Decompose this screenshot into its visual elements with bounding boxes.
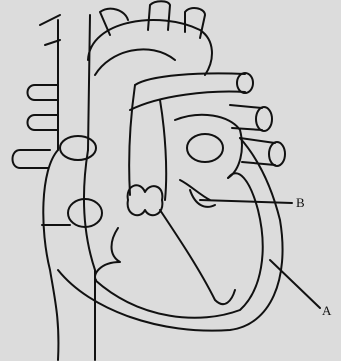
ventricle-inner-wall	[95, 173, 263, 317]
vein-left-3	[13, 150, 51, 168]
vein-left-1	[28, 85, 59, 100]
vein-left-2	[28, 115, 59, 130]
right-atrium-outline	[43, 150, 95, 360]
superior-vena-cava	[58, 15, 90, 150]
pulmonary-vein-1-end	[256, 107, 272, 131]
pointer-b	[200, 200, 292, 203]
label-b: B	[296, 195, 305, 211]
label-a: A	[322, 303, 331, 319]
pulmonary-vein-2-end	[269, 142, 285, 166]
subclavian-artery	[185, 8, 205, 38]
pulmonary-artery	[130, 73, 245, 110]
right-atrium-vessel	[60, 136, 96, 160]
semilunar-valve	[128, 185, 163, 215]
left-atrium-opening	[187, 134, 223, 162]
mitral-valve	[180, 180, 215, 207]
tricuspid-valve	[95, 228, 120, 280]
interventricular-septum	[160, 210, 235, 304]
carotid-artery	[148, 1, 170, 30]
brachiocephalic-artery	[100, 9, 128, 35]
pulmonary-artery-end	[237, 73, 253, 93]
ventricle-outer-wall	[58, 138, 283, 331]
left-atrium	[175, 115, 242, 178]
